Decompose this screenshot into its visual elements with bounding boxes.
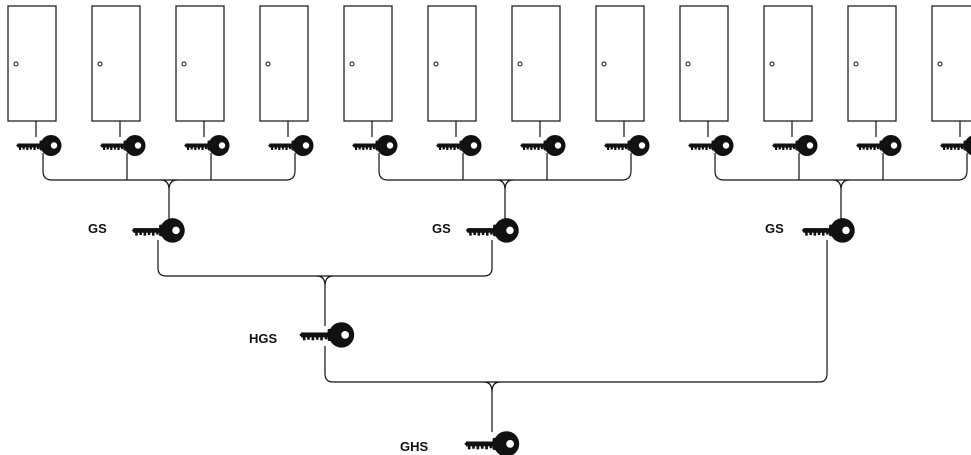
door xyxy=(931,5,971,122)
door-icon xyxy=(427,5,477,122)
door xyxy=(175,5,225,122)
door-knob xyxy=(265,61,271,67)
grand-master-key-label: GHS xyxy=(400,439,429,454)
door-knob xyxy=(181,61,187,67)
group-key-1: GS xyxy=(88,218,185,243)
door xyxy=(847,5,897,122)
door-keys-layer xyxy=(16,135,971,156)
key-icon xyxy=(299,322,355,348)
key-icon xyxy=(465,218,519,243)
hierarchy-connector xyxy=(316,275,334,326)
door-knob xyxy=(517,61,523,67)
key-icon xyxy=(772,135,818,156)
key-icon xyxy=(268,135,314,156)
door-knob xyxy=(685,61,691,67)
group-key-2: GS xyxy=(432,218,519,243)
group-key-3: GS xyxy=(765,218,855,243)
main-group-key-label: HGS xyxy=(249,331,278,346)
hierarchy-connector xyxy=(157,240,493,277)
door xyxy=(763,5,813,122)
group-bracket xyxy=(714,153,968,181)
group-join-line xyxy=(496,179,514,222)
group-bracket xyxy=(42,153,296,181)
door xyxy=(595,5,645,122)
door xyxy=(7,5,57,122)
door-icon xyxy=(763,5,813,122)
door-knob xyxy=(853,61,859,67)
door xyxy=(91,5,141,122)
door-icon xyxy=(7,5,57,122)
key-icon xyxy=(604,135,650,156)
group-key-1-label: GS xyxy=(88,221,107,236)
door-icon xyxy=(91,5,141,122)
door xyxy=(679,5,729,122)
door xyxy=(343,5,393,122)
hierarchy-connector xyxy=(324,240,828,383)
door-knob xyxy=(97,61,103,67)
door-knob xyxy=(937,61,943,67)
door xyxy=(511,5,561,122)
door-icon xyxy=(175,5,225,122)
door-key-stubs xyxy=(35,121,961,137)
door-icon xyxy=(511,5,561,122)
group-key-3-label: GS xyxy=(765,221,784,236)
key-icon xyxy=(464,431,520,455)
grand-master-key: GHS xyxy=(400,431,520,455)
door-knob xyxy=(349,61,355,67)
door xyxy=(427,5,477,122)
group-join-line xyxy=(160,179,178,222)
doors-layer xyxy=(7,5,971,122)
door-knob xyxy=(601,61,607,67)
group-key-2-label: GS xyxy=(432,221,451,236)
key-icon xyxy=(520,135,566,156)
door-icon xyxy=(343,5,393,122)
door-icon xyxy=(847,5,897,122)
hierarchy-connector xyxy=(483,381,501,432)
key-icon xyxy=(856,135,902,156)
door-knob xyxy=(769,61,775,67)
group-bracket xyxy=(378,153,632,181)
key-icon xyxy=(352,135,398,156)
door-icon xyxy=(259,5,309,122)
main-group-key: HGS xyxy=(249,322,355,348)
group-join-line xyxy=(832,179,850,222)
door-knob xyxy=(433,61,439,67)
key-icon xyxy=(16,135,62,156)
key-icon xyxy=(436,135,482,156)
door xyxy=(259,5,309,122)
key-icon xyxy=(184,135,230,156)
key-icon xyxy=(688,135,734,156)
key-icon xyxy=(801,218,855,243)
connector-lines xyxy=(42,153,968,432)
key-icon xyxy=(100,135,146,156)
door-knob xyxy=(13,61,19,67)
door-icon xyxy=(595,5,645,122)
key-icon xyxy=(940,135,971,156)
key-icon xyxy=(131,218,185,243)
door-icon xyxy=(679,5,729,122)
